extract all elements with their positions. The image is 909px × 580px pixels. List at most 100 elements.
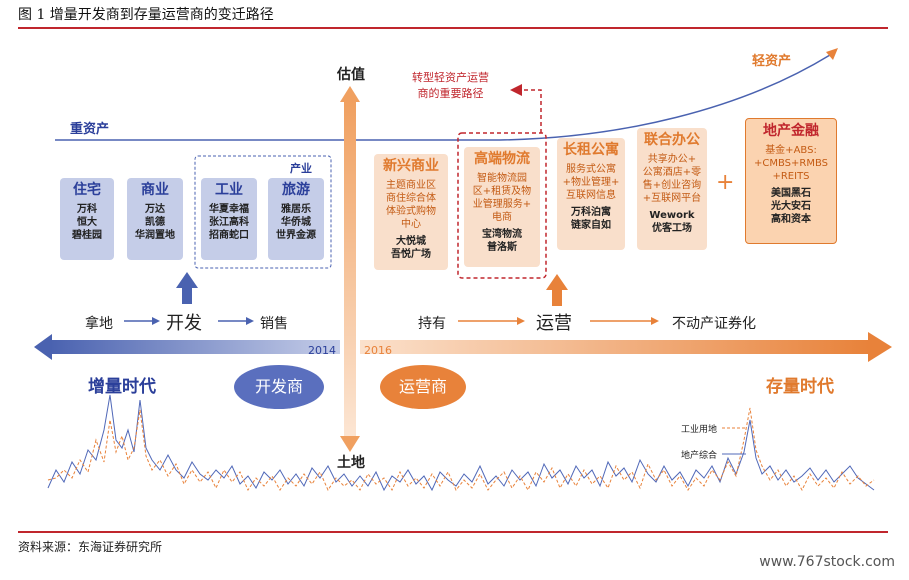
card-new-commerce-desc: 中心 bbox=[401, 219, 421, 230]
card-residential-item: 恒大 bbox=[77, 217, 97, 228]
figure-title: 图 1 增量开发商到存量运营商的变迁路径 bbox=[18, 7, 274, 23]
card-new-commerce-desc: 体验式购物 bbox=[386, 206, 436, 217]
card-commercial-title: 商业 bbox=[141, 182, 169, 198]
card-residential-item: 碧桂园 bbox=[72, 230, 102, 241]
industry-group-label: 产业 bbox=[290, 162, 312, 175]
card-rental-apartment: 长租公寓 服务式公寓 +物业管理+ 互联网信息 万科泊寓 链家自如 bbox=[557, 138, 625, 250]
series-estate-line bbox=[47, 394, 875, 492]
card-residential-title: 住宅 bbox=[73, 182, 101, 198]
transform-note-line-2: 商的重要路径 bbox=[417, 87, 484, 100]
right-time-arrow-head bbox=[868, 332, 892, 362]
card-logistics-desc: 业管理服务+ bbox=[472, 199, 532, 210]
card-coworking-title: 联合办公 bbox=[644, 132, 700, 148]
card-rental-apartment-desc: +物业管理+ bbox=[562, 177, 620, 188]
card-logistics-desc: 区+租赁及物 bbox=[472, 186, 532, 197]
card-rental-apartment-desc: 服务式公寓 bbox=[566, 164, 616, 175]
asset-curve bbox=[55, 54, 831, 141]
card-coworking-item: 优客工场 bbox=[652, 223, 692, 234]
card-commercial-item: 华润置地 bbox=[135, 230, 175, 241]
light-asset-label: 轻资产 bbox=[752, 54, 792, 69]
vertical-axis-arrow-down bbox=[340, 436, 360, 452]
flow-development: 开发 bbox=[166, 313, 202, 334]
card-logistics-item: 宝湾物流 bbox=[482, 229, 522, 240]
card-new-commerce-title: 新兴商业 bbox=[383, 158, 439, 174]
axis-top-label: 估值 bbox=[337, 67, 365, 83]
card-tourism: 旅游 雅居乐 华侨城 世界金源 bbox=[268, 178, 324, 260]
flow-right-arrowhead-2 bbox=[651, 317, 659, 325]
card-logistics-desc: 智能物流园 bbox=[477, 173, 527, 184]
card-rental-apartment-item: 万科泊寓 bbox=[571, 207, 611, 218]
card-industrial-title: 工业 bbox=[215, 182, 243, 198]
card-finance-desc: +REITS bbox=[772, 171, 810, 182]
card-new-commerce-item: 吾悦广场 bbox=[391, 249, 431, 260]
highlight-connector bbox=[520, 89, 542, 133]
card-residential: 住宅 万科 恒大 碧桂园 bbox=[60, 178, 114, 260]
series-land-line bbox=[47, 407, 875, 492]
year-2016-label: 2016 bbox=[364, 344, 392, 357]
transform-note-line-1: 转型轻资产运营 bbox=[412, 71, 489, 84]
card-finance-desc: +CMBS+RMBS bbox=[753, 158, 828, 169]
card-coworking-desc: 共享办公+ bbox=[647, 154, 697, 165]
card-commercial: 商业 万达 凯德 华润置地 bbox=[127, 178, 183, 260]
card-coworking-desc: 售+创业咨询 bbox=[642, 180, 702, 191]
era-stock: 存量时代 bbox=[766, 377, 834, 397]
plus-sign: + bbox=[716, 170, 735, 195]
card-tourism-item: 华侨城 bbox=[281, 217, 311, 228]
card-rental-apartment-desc: 互联网信息 bbox=[566, 190, 616, 201]
highlight-connector-arrowhead bbox=[510, 84, 522, 96]
card-residential-item: 万科 bbox=[77, 204, 97, 215]
card-coworking-item: Wework bbox=[649, 210, 695, 221]
flow-land-acquisition: 拿地 bbox=[85, 316, 113, 332]
industry-group-box bbox=[194, 155, 332, 269]
legend-estate: 地产综合 bbox=[681, 451, 718, 461]
card-tourism-item: 世界金源 bbox=[276, 230, 316, 241]
flow-operation: 运营 bbox=[536, 313, 572, 334]
card-industrial-item: 张江高科 bbox=[209, 217, 249, 228]
flow-left-arrowhead-2 bbox=[246, 317, 254, 325]
vertical-axis-bar bbox=[344, 100, 356, 440]
legend-land: 工业用地 bbox=[681, 425, 718, 435]
card-new-commerce: 新兴商业 主题商业区 商住综合体 体验式购物 中心 大悦城 吾悦广场 bbox=[374, 154, 448, 270]
card-rental-apartment-item: 链家自如 bbox=[571, 220, 611, 231]
source-note: 资料来源：东海证券研究所 bbox=[18, 540, 163, 554]
card-commercial-item: 凯德 bbox=[145, 217, 165, 228]
card-new-commerce-desc: 商住综合体 bbox=[386, 193, 436, 204]
era-incremental: 增量时代 bbox=[88, 377, 156, 397]
role-operator: 运营商 bbox=[380, 365, 466, 409]
year-2014-label: 2014 bbox=[308, 344, 336, 357]
card-finance-item: 光大安石 bbox=[771, 201, 811, 212]
card-finance-desc: 基金+ABS: bbox=[765, 145, 817, 156]
role-developer: 开发商 bbox=[234, 365, 324, 409]
asset-curve-arrowhead bbox=[826, 48, 838, 60]
heavy-asset-label: 重资产 bbox=[70, 122, 110, 137]
transform-note: 转型轻资产运营 商的重要路径 bbox=[412, 70, 489, 102]
axis-bottom-label: 土地 bbox=[337, 455, 365, 471]
card-industrial-item: 招商蛇口 bbox=[209, 230, 249, 241]
card-new-commerce-item: 大悦城 bbox=[396, 236, 426, 247]
card-commercial-item: 万达 bbox=[145, 204, 165, 215]
card-coworking: 联合办公 共享办公+ 公寓酒店+零 售+创业咨询 +互联网平台 Wework 优… bbox=[637, 128, 707, 250]
card-rental-apartment-title: 长租公寓 bbox=[563, 142, 619, 158]
card-finance-item: 美国黑石 bbox=[771, 188, 811, 199]
operator-up-arrow-head bbox=[546, 274, 568, 290]
flow-securitization: 不动产证券化 bbox=[672, 316, 756, 332]
card-coworking-desc: +互联网平台 bbox=[642, 193, 702, 204]
card-new-commerce-desc: 主题商业区 bbox=[386, 180, 436, 191]
flow-right-arrowhead-1 bbox=[517, 317, 525, 325]
card-finance-item: 高和资本 bbox=[771, 214, 811, 225]
card-logistics-title: 高端物流 bbox=[474, 151, 530, 167]
developer-up-arrow-head bbox=[176, 272, 198, 288]
left-time-arrow-head bbox=[34, 334, 52, 360]
right-time-arrow-bar bbox=[360, 340, 870, 354]
highlight-logistics-box bbox=[457, 132, 547, 279]
card-coworking-desc: 公寓酒店+零 bbox=[642, 167, 702, 178]
card-real-estate-finance: 地产金融 基金+ABS: +CMBS+RMBS +REITS 美国黑石 光大安石… bbox=[745, 118, 837, 244]
footer-divider bbox=[18, 531, 888, 533]
flow-sales: 销售 bbox=[260, 316, 288, 332]
card-logistics: 高端物流 智能物流园 区+租赁及物 业管理服务+ 电商 宝湾物流 普洛斯 bbox=[464, 147, 540, 267]
card-industrial-item: 华夏幸福 bbox=[209, 204, 249, 215]
card-logistics-desc: 电商 bbox=[492, 212, 512, 223]
developer-up-arrow-shaft bbox=[182, 286, 192, 304]
card-finance-title: 地产金融 bbox=[763, 123, 819, 139]
